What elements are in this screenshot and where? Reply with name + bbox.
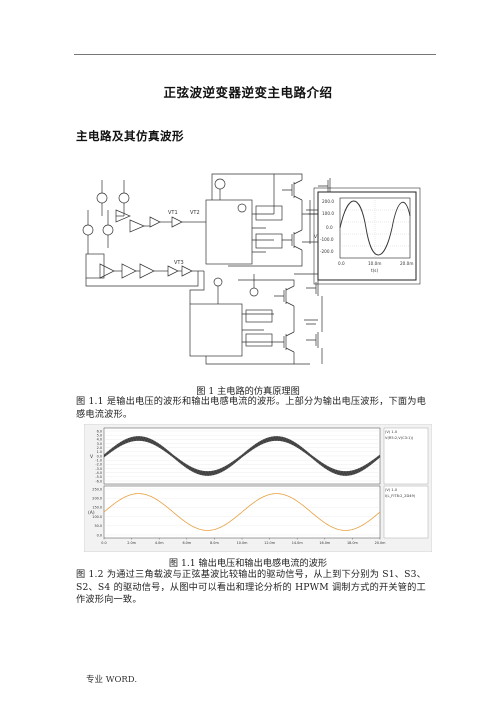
x-tick-label: 2.0m <box>127 541 136 545</box>
x-tick-label: 10.0m <box>237 541 249 545</box>
inset-ytick-2: 0.0 <box>326 225 333 230</box>
waveform-chart: (V) 1.0 V(R5:2,V(C3:1)) V 6.05.04.03.02.… <box>84 424 432 552</box>
section-heading: 主电路及其仿真波形 <box>76 129 184 143</box>
inset-xlabel: t(s) <box>371 268 378 273</box>
bottom-ytick-label: 100.0 <box>92 515 102 519</box>
bottom-ytick-label: 250.0 <box>92 487 102 491</box>
header-rule <box>74 54 436 55</box>
top-ytick-label: 6.0 <box>97 429 102 433</box>
output-voltage-series <box>103 436 381 476</box>
bottom-ytick-label: 50.0 <box>94 524 102 528</box>
page-title: 正弦波逆变器逆变主电路介绍 <box>163 85 333 100</box>
inset-ytick-3: -100.0 <box>320 237 334 242</box>
inset-sine-wave <box>339 200 411 256</box>
x-tick-label: 12.0m <box>264 541 276 545</box>
top-ytick-label: 5.0 <box>97 433 102 437</box>
top-ytick-label: -5.0 <box>95 475 102 479</box>
inset-ytick-4: -200.0 <box>320 249 334 254</box>
schematic-figure: VT4 VT1 VT2 VT3 200.0 <box>82 173 421 365</box>
bottom-legend-0: (V) 1.0 <box>385 488 398 492</box>
top-ytick-label: 1.0 <box>97 450 102 454</box>
inset-xtick-0: 0.0 <box>338 261 345 266</box>
x-tick-label: 18.0m <box>347 541 359 545</box>
x-tick-label: 14.0m <box>292 541 304 545</box>
x-tick-label: 6.0m <box>182 541 191 545</box>
inductor-current-series <box>103 493 381 531</box>
paragraph-2: 图 1.2 为通过三角载波与正弦基波比较输出的驱动信号，从上到下分别为 S1、S… <box>76 569 427 605</box>
bottom-ylabel: (A) <box>88 510 95 516</box>
top-ytick-label: 2.0 <box>97 446 102 450</box>
top-ytick-label: 0.0 <box>97 454 102 458</box>
top-ytick-label: 3.0 <box>97 442 102 446</box>
bottom-legend-1: I(L_FIT8:2_2D49) <box>385 494 416 498</box>
top-ytick-label: -6.0 <box>95 479 102 483</box>
x-tick-label: 0.0 <box>101 541 106 545</box>
label-vt1: VT1 <box>168 210 178 216</box>
x-tick-label: 8.0m <box>210 541 219 545</box>
page-footer: 专业 WORD. <box>86 675 138 685</box>
bottom-ytick-label: 0.0 <box>97 533 102 537</box>
figure1-caption: 图 1 主电路的仿真原理图 <box>196 386 300 397</box>
top-legend-0: (V) 1.0 <box>385 430 398 434</box>
label-vt2: VT2 <box>190 210 200 216</box>
bottom-ytick-label: 150.0 <box>92 506 102 510</box>
paragraph-1: 图 1.1 是输出电压的波形和输出电感电流的波形。上部分为输出电压波形，下面为电… <box>76 396 427 420</box>
top-ytick-label: -1.0 <box>95 458 102 462</box>
top-ylabel: V <box>90 454 94 460</box>
x-tick-label: 4.0m <box>155 541 164 545</box>
inset-xtick-1: 10.0m <box>368 261 381 266</box>
label-vt3: VT3 <box>174 260 184 266</box>
inset-xtick-2: 20.0m <box>400 261 413 266</box>
inset-scope: 200.0 100.0 0.0 -100.0 -200.0 0.0 10.0m … <box>313 187 421 285</box>
top-ytick-label: -4.0 <box>95 471 102 475</box>
bottom-ytick-label: 200.0 <box>92 497 102 501</box>
top-legend-1: V(R5:2,V(C3:1)) <box>385 436 414 440</box>
x-tick-label: 16.0m <box>319 541 331 545</box>
inset-ytick-1: 100.0 <box>322 211 334 216</box>
x-tick-label: 20.0m <box>375 541 387 545</box>
top-ytick-label: -2.0 <box>95 463 102 467</box>
top-ytick-label: 4.0 <box>97 438 102 442</box>
inset-ytick-0: 200.0 <box>322 199 334 204</box>
figure11-caption: 图 1.1 输出电压和输出电感电流的波形 <box>168 558 328 569</box>
top-ytick-label: -3.0 <box>95 467 102 471</box>
